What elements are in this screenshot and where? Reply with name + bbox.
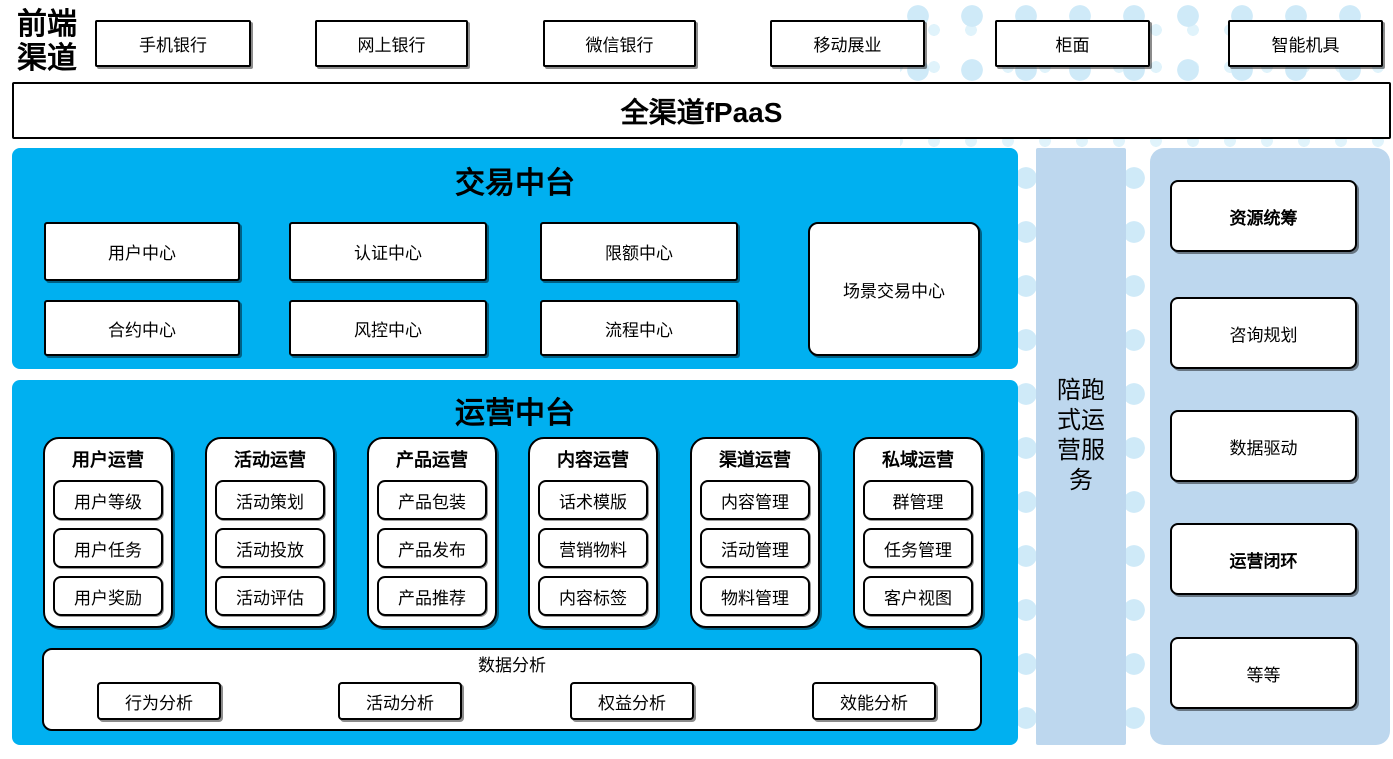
- analysis-box-efficiency: 效能分析: [812, 682, 936, 720]
- center-box-user: 用户中心: [44, 222, 240, 281]
- group-private-domain-operation: 私域运营 群管理 任务管理 客户视图: [853, 437, 983, 628]
- group-item: 话术模版: [538, 480, 648, 520]
- group-title: 内容运营: [557, 450, 629, 470]
- channel-box-wechat-banking: 微信银行: [543, 20, 696, 67]
- channel-box-mobile-outreach: 移动展业: [770, 20, 925, 67]
- group-item: 活动评估: [215, 576, 325, 616]
- group-item: 产品推荐: [377, 576, 487, 616]
- fpaas-bar: 全渠道fPaaS: [12, 82, 1391, 139]
- group-item: 任务管理: [863, 528, 973, 568]
- group-item: 群管理: [863, 480, 973, 520]
- accompany-service-bar: 陪跑式运营服务: [1036, 148, 1126, 745]
- service-box-data-driven: 数据驱动: [1170, 410, 1357, 482]
- accompany-service-label: 陪跑式运营服务: [1057, 377, 1105, 494]
- group-item: 产品发布: [377, 528, 487, 568]
- group-item: 内容标签: [538, 576, 648, 616]
- data-analysis-title: 数据分析: [478, 656, 546, 675]
- group-title: 用户运营: [72, 450, 144, 470]
- group-content-operation: 内容运营 话术模版 营销物料 内容标签: [528, 437, 658, 628]
- group-item: 用户任务: [53, 528, 163, 568]
- transaction-platform-title: 交易中台: [455, 167, 575, 200]
- group-item: 客户视图: [863, 576, 973, 616]
- group-title: 私域运营: [882, 450, 954, 470]
- center-box-contract: 合约中心: [44, 300, 240, 356]
- group-item: 活动投放: [215, 528, 325, 568]
- operation-platform-title: 运营中台: [455, 397, 575, 430]
- analysis-box-behavior: 行为分析: [97, 682, 221, 720]
- group-item: 内容管理: [700, 480, 810, 520]
- center-box-auth: 认证中心: [289, 222, 487, 281]
- group-item: 活动管理: [700, 528, 810, 568]
- group-item: 物料管理: [700, 576, 810, 616]
- center-box-scene-transaction: 场景交易中心: [808, 222, 980, 356]
- group-item: 用户奖励: [53, 576, 163, 616]
- analysis-box-benefit: 权益分析: [570, 682, 694, 720]
- group-activity-operation: 活动运营 活动策划 活动投放 活动评估: [205, 437, 335, 628]
- channel-box-mobile-banking: 手机银行: [95, 20, 251, 67]
- group-title: 产品运营: [396, 450, 468, 470]
- center-box-risk: 风控中心: [289, 300, 487, 356]
- analysis-box-activity: 活动分析: [338, 682, 462, 720]
- service-box-etc: 等等: [1170, 637, 1357, 709]
- service-box-consulting-planning: 咨询规划: [1170, 297, 1357, 369]
- channel-box-smart-devices: 智能机具: [1228, 20, 1383, 67]
- service-box-resource-planning: 资源统筹: [1170, 180, 1357, 252]
- group-item: 营销物料: [538, 528, 648, 568]
- group-item: 活动策划: [215, 480, 325, 520]
- front-channels-label: 前端渠道: [17, 8, 77, 75]
- group-product-operation: 产品运营 产品包装 产品发布 产品推荐: [367, 437, 497, 628]
- center-box-limit: 限额中心: [540, 222, 738, 281]
- channel-box-counter: 柜面: [995, 20, 1150, 67]
- group-title: 活动运营: [234, 450, 306, 470]
- group-title: 渠道运营: [719, 450, 791, 470]
- service-box-operation-loop: 运营闭环: [1170, 523, 1357, 595]
- group-channel-operation: 渠道运营 内容管理 活动管理 物料管理: [690, 437, 820, 628]
- group-user-operation: 用户运营 用户等级 用户任务 用户奖励: [43, 437, 173, 628]
- center-box-process: 流程中心: [540, 300, 738, 356]
- group-item: 用户等级: [53, 480, 163, 520]
- group-item: 产品包装: [377, 480, 487, 520]
- channel-box-online-banking: 网上银行: [315, 20, 468, 67]
